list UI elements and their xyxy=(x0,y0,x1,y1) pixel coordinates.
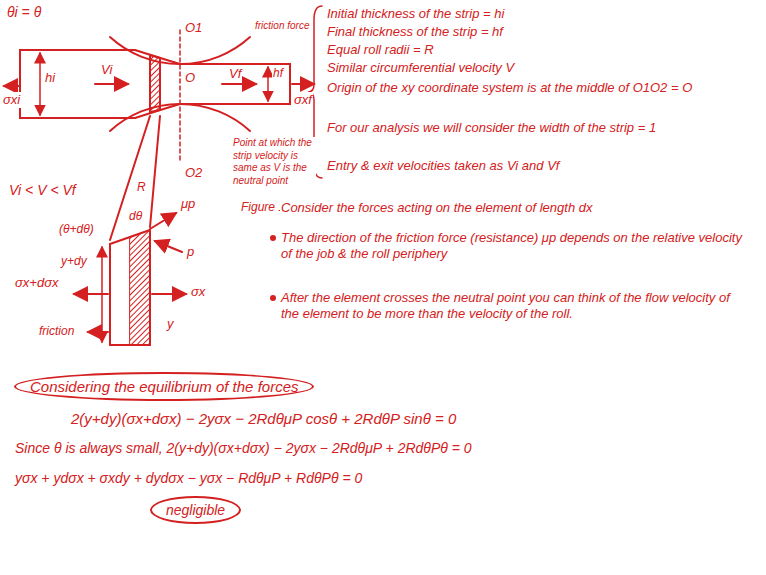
handwritten-label: 2(y+dy)(σx+dσx) − 2yσx − 2RdθμP cosθ + 2… xyxy=(70,410,457,429)
handwritten-label: Consider the forces acting on the elemen… xyxy=(280,200,752,216)
note-text: Considering the equilibrium of the force… xyxy=(30,378,298,395)
handwritten-label: hi xyxy=(44,70,56,86)
handwritten-label: O1 xyxy=(184,20,203,36)
handwritten-label: friction xyxy=(38,324,75,339)
handwritten-label: Similar circumferential velocity V xyxy=(326,60,748,76)
handwritten-label: p xyxy=(186,244,195,260)
handwritten-label: Point at which the strip velocity is sam… xyxy=(232,137,316,187)
handwritten-label: Initial thickness of the strip = hi xyxy=(326,6,748,22)
handwritten-label: For our analysis we will consider the wi… xyxy=(326,120,748,136)
handwritten-label: y+dy xyxy=(60,254,88,269)
handwritten-label: After the element crosses the neutral po… xyxy=(280,290,752,323)
handwritten-label: hf xyxy=(272,66,284,81)
handwritten-label: μp xyxy=(180,196,196,212)
handwritten-label: friction force xyxy=(254,20,310,33)
handwritten-label: σx+dσx xyxy=(14,275,60,291)
handwritten-label: The direction of the friction force (res… xyxy=(280,230,752,263)
handwritten-label: (θ+dθ) xyxy=(58,222,95,237)
handwritten-label: O xyxy=(184,70,196,86)
handwritten-label: Origin of the xy coordinate system is at… xyxy=(326,80,748,96)
handwritten-label: Vi xyxy=(100,62,113,78)
handwritten-label: R xyxy=(136,180,147,195)
handwritten-label: dθ xyxy=(128,209,143,224)
handwritten-label: yσx + ydσx + σxdy + dydσx − yσx − RdθμP … xyxy=(14,470,756,488)
handwritten-label: Vf xyxy=(228,66,242,82)
handwritten-label: Since θ is always small, 2(y+dy)(σx+dσx)… xyxy=(14,440,756,458)
note-text: negligible xyxy=(166,502,225,518)
handwritten-label: O2 xyxy=(184,165,203,181)
handwritten-label: θi = θ xyxy=(6,4,42,22)
handwritten-label: σxf xyxy=(293,92,313,108)
circled-note: negligible xyxy=(150,496,241,524)
handwritten-label: Entry & exit velocities taken as Vi and … xyxy=(326,158,748,174)
handwritten-label: Equal roll radii = R xyxy=(326,42,748,58)
handwritten-label: σxi xyxy=(2,92,21,108)
handwritten-label: y xyxy=(166,316,175,332)
handwritten-label: Final thickness of the strip = hf xyxy=(326,24,748,40)
handwritten-label: σx xyxy=(190,284,206,300)
circled-note: Considering the equilibrium of the force… xyxy=(14,372,314,401)
handwritten-label: Vi < V < Vf xyxy=(8,182,77,200)
